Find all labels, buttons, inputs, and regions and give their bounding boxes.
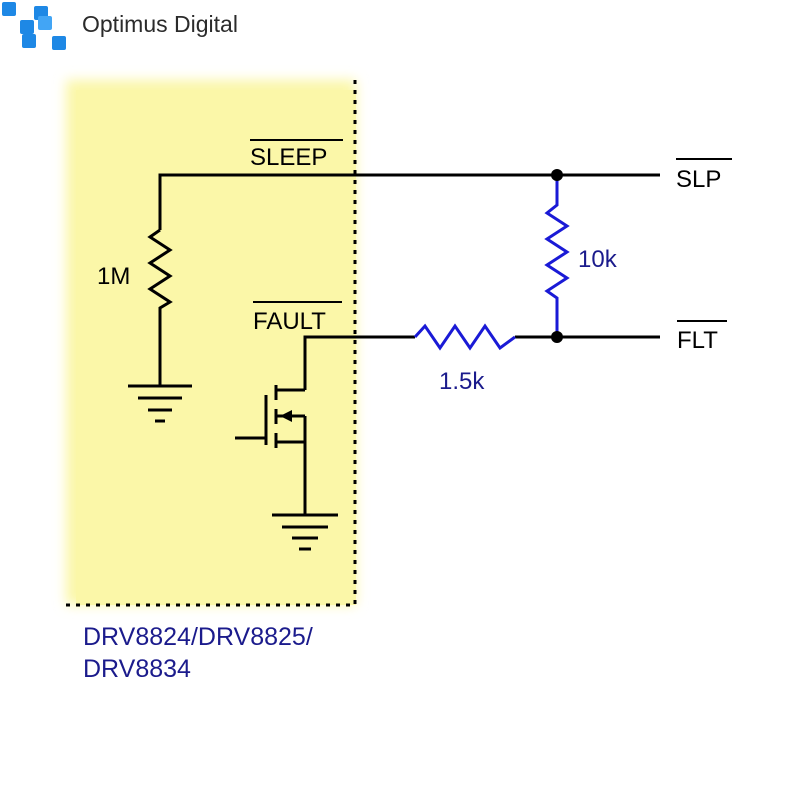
sleep-net	[158, 173, 660, 230]
optimus-digital-logo	[2, 2, 66, 50]
chip-caption-line2: DRV8834	[83, 655, 191, 683]
fault-mosfet	[235, 385, 307, 515]
series-resistor-1-5k	[413, 323, 516, 351]
junction-dot-slp	[551, 169, 563, 181]
label-r-1-5k: 1.5k	[439, 368, 485, 395]
junction-dot-flt	[551, 331, 563, 343]
label-slp: SLP	[676, 166, 721, 193]
label-fault: FAULT	[253, 308, 326, 335]
label-r-1m: 1M	[97, 263, 130, 290]
label-sleep: SLEEP	[250, 144, 327, 171]
sleep-pulldown-resistor	[147, 228, 173, 385]
label-r-10k: 10k	[578, 246, 618, 273]
ground-symbol-fault	[272, 513, 338, 551]
fault-net	[303, 335, 660, 390]
label-flt: FLT	[677, 327, 718, 354]
chip-caption-line1: DRV8824/DRV8825/	[83, 623, 313, 651]
ground-symbol-sleep	[128, 384, 192, 423]
pullup-resistor-10k	[544, 175, 570, 337]
chip-region	[66, 80, 356, 605]
brand-name: Optimus Digital	[82, 11, 238, 37]
